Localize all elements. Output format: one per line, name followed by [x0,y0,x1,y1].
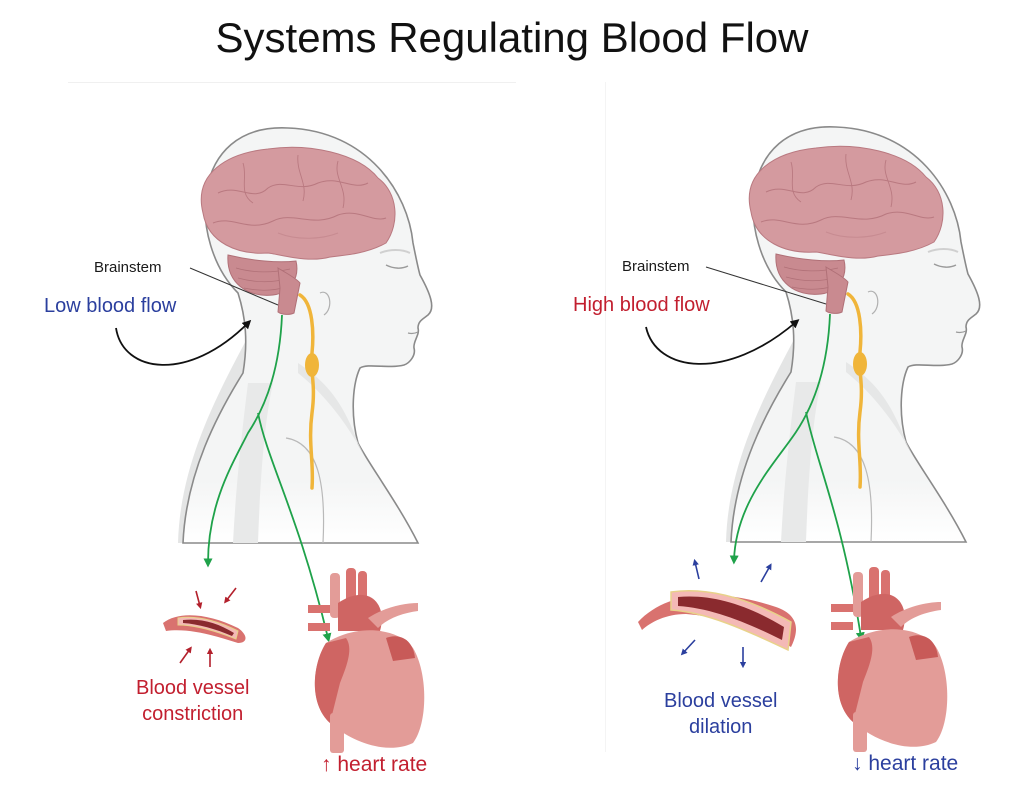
nerve-to-vessel-arrow-icon [729,313,831,565]
constricted-blood-vessel-icon [163,615,246,643]
panel-high-blood-flow: Brainstem High blood flow Blood vessel d… [573,82,1024,775]
brainstem-label: Brainstem [622,258,690,275]
vessel-response-line1: Blood vessel [664,690,778,712]
dilated-blood-vessel-icon [638,590,796,652]
stimulus-label: High blood flow [573,294,710,316]
heart-icon [308,568,425,753]
heart-icon [831,567,948,752]
nerve-to-vessel-arrow-icon [203,314,283,568]
panel-low-blood-flow: Brainstem Low blood flow Blood vessel co… [44,82,516,776]
brainstem-pointer-line [189,267,279,306]
dilation-arrows-icon [680,558,772,669]
vessel-response-line2: constriction [142,703,244,725]
heart-rate-label: ↑ heart rate [321,753,428,776]
feedback-arrow-icon [645,319,800,365]
brainstem-pointer-line [705,266,827,305]
head-brain-illustration [176,126,434,545]
diagram-title: Systems Regulating Blood Flow [215,14,809,61]
vessel-response-line2: dilation [689,716,753,738]
illustration-high [638,125,982,752]
illustration-low [115,126,434,753]
vessel-response-label: Blood vessel constriction [136,675,249,727]
vessel-response-line1: Blood vessel [136,677,250,699]
head-brain-illustration [724,125,982,544]
feedback-arrow-icon [115,319,252,366]
nerve-to-heart-arrow-icon [257,412,332,643]
vessel-response-label: Blood vessel dilation [664,688,777,740]
heart-rate-label: ↓ heart rate [852,752,959,775]
constriction-arrows-icon [179,587,237,667]
stimulus-label: Low blood flow [44,295,177,317]
brainstem-label: Brainstem [94,259,162,276]
